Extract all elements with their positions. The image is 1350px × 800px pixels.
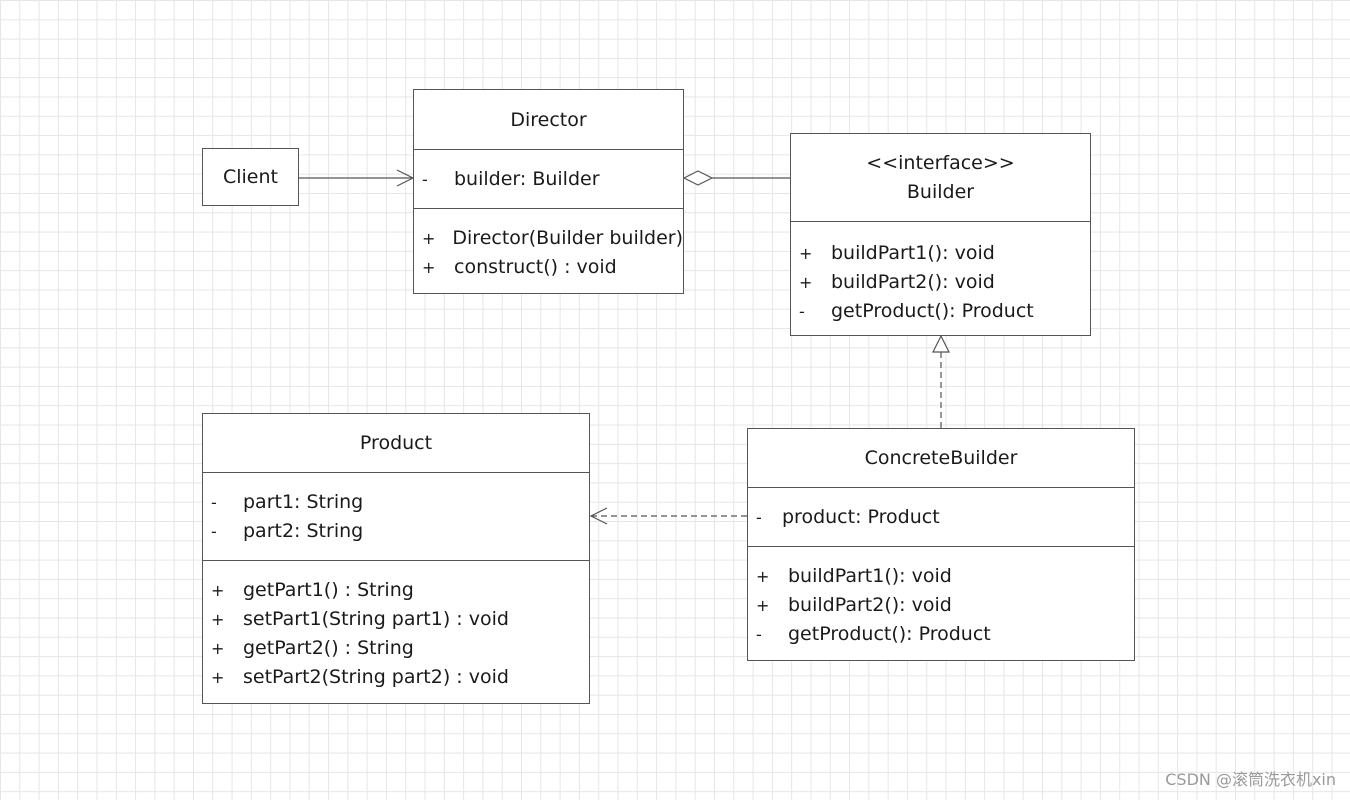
director-method: + construct() : void [414,253,683,282]
visibility-marker: - [211,493,217,512]
method-text: buildPart2(): void [788,594,952,616]
attribute-text: part2: String [243,520,364,542]
visibility-marker: + [756,567,770,586]
visibility-marker: + [422,229,436,248]
builder-method: - getProduct(): Product [791,297,1090,326]
visibility-marker: + [211,581,225,600]
attribute-text: builder: Builder [454,168,600,190]
visibility-marker: + [799,273,813,292]
builder-interface-header: <<interface>> Builder [791,134,1090,222]
builder-method: + buildPart1(): void [791,239,1090,268]
attribute-text: part1: String [243,491,364,513]
visibility-marker: + [756,596,770,615]
visibility-marker: - [211,522,217,541]
concretebuilder-builder-realization [932,334,950,428]
product-method: + setPart2(String part2) : void [203,663,589,692]
visibility-marker: - [422,170,428,189]
product-method: + getPart2() : String [203,634,589,663]
product-class-name: Product [359,432,433,454]
builder-methods: + buildPart1(): void + buildPart2(): voi… [791,222,1090,335]
concretebuilder-product-dependency [589,507,747,525]
product-attributes: - part1: String - part2: String [203,473,589,560]
method-text: getPart1() : String [243,579,414,601]
attribute-text: product: Product [782,506,940,528]
concretebuilder-attribute: - product: Product [748,503,1134,532]
director-class-name: Director [510,108,587,131]
product-method: + getPart1() : String [203,576,589,605]
method-text: setPart2(String part2) : void [243,666,509,688]
director-attributes: - builder: Builder [414,150,683,208]
client-class-name: Client [222,166,278,188]
visibility-marker: + [211,610,225,629]
product-attribute: - part1: String [203,488,589,517]
concretebuilder-method: + buildPart2(): void [748,591,1134,620]
concretebuilder-class: ConcreteBuilder - product: Product + bui… [747,428,1135,661]
concretebuilder-class-header: ConcreteBuilder [748,429,1134,488]
director-builder-aggregation [682,170,790,186]
director-method: + Director(Builder builder) [414,224,683,253]
watermark: CSDN @滚筒洗衣机xin [1165,770,1336,789]
builder-interface: <<interface>> Builder + buildPart1(): vo… [790,133,1091,336]
concretebuilder-method: + buildPart1(): void [748,562,1134,591]
director-attribute: - builder: Builder [414,165,683,194]
client-class: Client [202,148,299,206]
method-text: buildPart1(): void [831,242,995,264]
method-text: getPart2() : String [243,637,414,659]
visibility-marker: + [211,639,225,658]
method-text: getProduct(): Product [788,623,991,645]
product-methods: + getPart1() : String + setPart1(String … [203,560,589,703]
method-text: buildPart2(): void [831,271,995,293]
builder-method: + buildPart2(): void [791,268,1090,297]
visibility-marker: + [799,244,813,263]
client-director-association [299,169,415,187]
builder-stereotype: <<interface>> [866,151,1015,174]
director-class: Director - builder: Builder + Director(B… [413,89,684,294]
director-class-header: Director [414,90,683,150]
method-text: Director(Builder builder) [452,227,683,249]
director-methods: + Director(Builder builder) + construct(… [414,208,683,293]
concretebuilder-attributes: - product: Product [748,488,1134,546]
product-attribute: - part2: String [203,517,589,546]
concretebuilder-methods: + buildPart1(): void + buildPart2(): voi… [748,546,1134,660]
method-text: setPart1(String part1) : void [243,608,509,630]
visibility-marker: - [756,625,762,644]
product-class: Product - part1: String - part2: String … [202,413,590,704]
method-text: buildPart1(): void [788,565,952,587]
concretebuilder-method: - getProduct(): Product [748,620,1134,649]
method-text: getProduct(): Product [831,300,1034,322]
product-method: + setPart1(String part1) : void [203,605,589,634]
product-class-header: Product [203,414,589,473]
builder-interface-name: Builder [906,180,975,203]
concretebuilder-class-name: ConcreteBuilder [864,447,1018,469]
visibility-marker: + [422,258,436,277]
visibility-marker: + [211,668,225,687]
visibility-marker: - [799,302,805,321]
method-text: construct() : void [454,256,617,278]
visibility-marker: - [756,508,762,527]
